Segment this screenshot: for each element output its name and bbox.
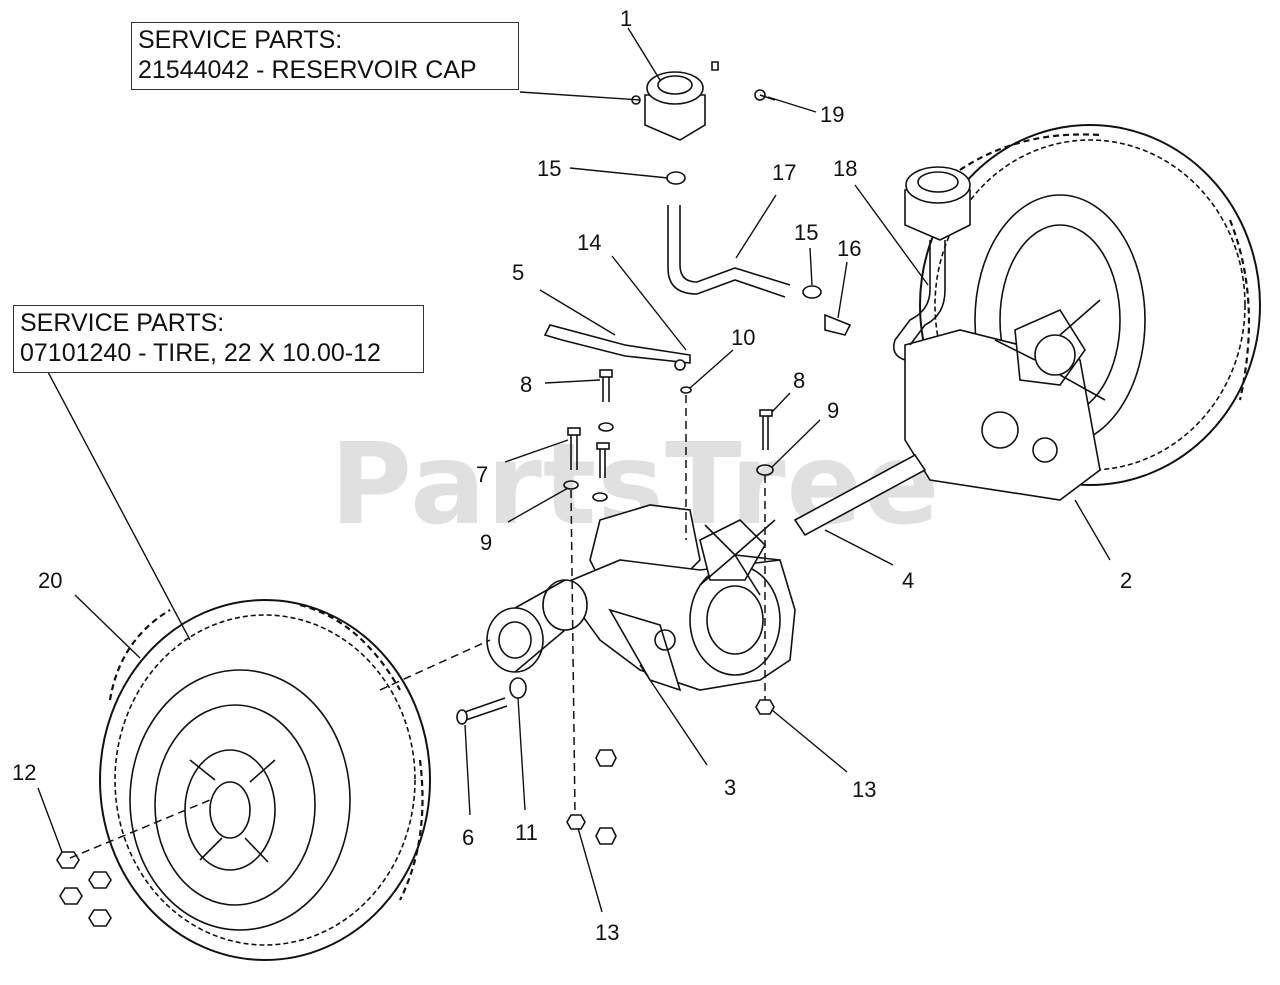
leader-lines <box>37 27 1111 913</box>
callout-19: 19 <box>820 102 844 127</box>
service-box-tire: SERVICE PARTS: 07101240 - TIRE, 22 X 10.… <box>13 305 424 373</box>
callout-7: 7 <box>476 462 488 487</box>
left-transaxle[interactable] <box>558 504 796 692</box>
service-box-heading: SERVICE PARTS: <box>138 26 343 54</box>
callout-10: 10 <box>731 325 755 350</box>
bolts[interactable] <box>456 89 776 725</box>
callout-4: 4 <box>902 568 914 593</box>
fan-belt-part[interactable] <box>543 324 691 364</box>
service-box-part: 07101240 - TIRE, 22 X 10.00-12 <box>20 339 381 367</box>
right-reservoir[interactable] <box>892 166 971 361</box>
callout-15a: 15 <box>537 156 561 181</box>
callout-11: 11 <box>515 820 538 845</box>
callout-8a: 8 <box>520 372 532 397</box>
callout-18: 18 <box>833 156 857 181</box>
callout-16: 16 <box>837 236 861 261</box>
callout-8b: 8 <box>793 368 805 393</box>
callout-1: 1 <box>620 6 632 31</box>
callout-14: 14 <box>577 230 601 255</box>
left-tire[interactable] <box>99 599 431 961</box>
callout-12: 12 <box>12 760 36 785</box>
callout-2: 2 <box>1120 568 1132 593</box>
hose-17[interactable] <box>667 205 791 298</box>
callout-17: 17 <box>772 160 796 185</box>
reservoir-1[interactable] <box>631 71 706 141</box>
callout-13b: 13 <box>852 777 876 802</box>
axle-hub[interactable] <box>486 579 588 673</box>
service-box-heading: SERVICE PARTS: <box>20 309 225 337</box>
callout-labels: 1 2 3 4 5 6 7 8 8 9 9 10 11 12 13 13 14 … <box>12 6 1132 945</box>
callout-3: 3 <box>724 775 736 800</box>
drive-shaft-4[interactable] <box>793 453 927 537</box>
assembly-lines <box>69 395 766 859</box>
callout-6: 6 <box>462 825 474 850</box>
callout-15b: 15 <box>794 220 818 245</box>
callout-5: 5 <box>512 260 524 285</box>
service-box-part: 21544042 - RESERVOIR CAP <box>138 56 477 84</box>
service-box-reservoir-cap: SERVICE PARTS: 21544042 - RESERVOIR CAP <box>131 22 519 90</box>
callout-9a: 9 <box>480 530 492 555</box>
callout-9b: 9 <box>827 398 839 423</box>
callout-13a: 13 <box>595 920 619 945</box>
right-transaxle[interactable] <box>904 299 1106 501</box>
callout-20: 20 <box>38 568 62 593</box>
